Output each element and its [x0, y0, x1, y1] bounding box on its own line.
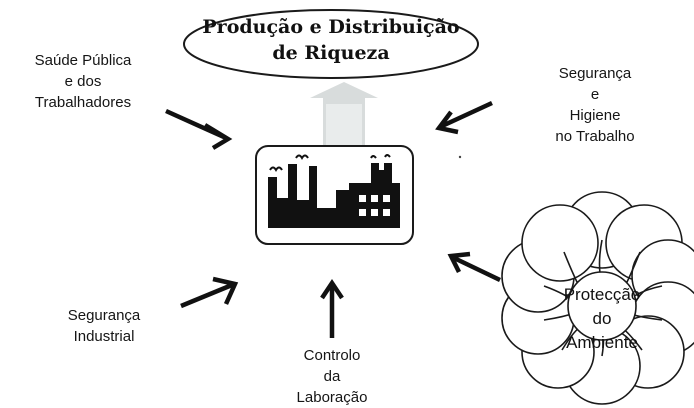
title-line-1: Produção e Distribuição	[202, 16, 460, 38]
flower-icon	[501, 191, 694, 405]
page-title: Produção e Distribuição de Riqueza	[186, 14, 476, 66]
label-line: do	[592, 309, 612, 328]
arrow-bottom-center	[320, 278, 344, 338]
label-seguranca-higiene: Segurança e Higiene no Trabalho	[532, 63, 658, 147]
arrow-top-left	[165, 108, 233, 150]
factory-icon	[255, 145, 414, 245]
label-line: no Trabalho	[555, 128, 635, 145]
label-line: da	[323, 368, 341, 385]
label-seguranca-industrial: Segurança Industrial	[44, 305, 164, 347]
arrow-bottom-left	[180, 276, 239, 309]
up-arrow-icon	[310, 82, 378, 150]
title-line-2: de Riqueza	[272, 42, 390, 64]
title-ellipse	[183, 9, 479, 79]
label-line: Industrial	[73, 328, 135, 345]
label-line: Segurança	[558, 65, 632, 82]
label-line: Trabalhadores	[34, 94, 132, 111]
label-line: Saúde Pública	[34, 52, 132, 69]
label-line: Laboração	[296, 389, 368, 406]
label-line: e dos	[64, 73, 102, 90]
arrow-top-right	[435, 100, 493, 135]
label-line: e	[590, 86, 600, 103]
label-saude-publica: Saúde Pública e dos Trabalhadores	[8, 50, 158, 113]
label-line: Ambiente	[566, 333, 638, 352]
label-line: Protecção	[563, 285, 641, 304]
label-line: Higiene	[569, 107, 621, 124]
label-controlo-laboracao: Controlo da Laboração	[276, 345, 388, 408]
label-line: Segurança	[67, 307, 141, 324]
label-line: Controlo	[303, 347, 361, 364]
arrow-bottom-right	[447, 251, 501, 283]
label-proteccao-ambiente: Protecção do Ambiente	[546, 283, 658, 355]
